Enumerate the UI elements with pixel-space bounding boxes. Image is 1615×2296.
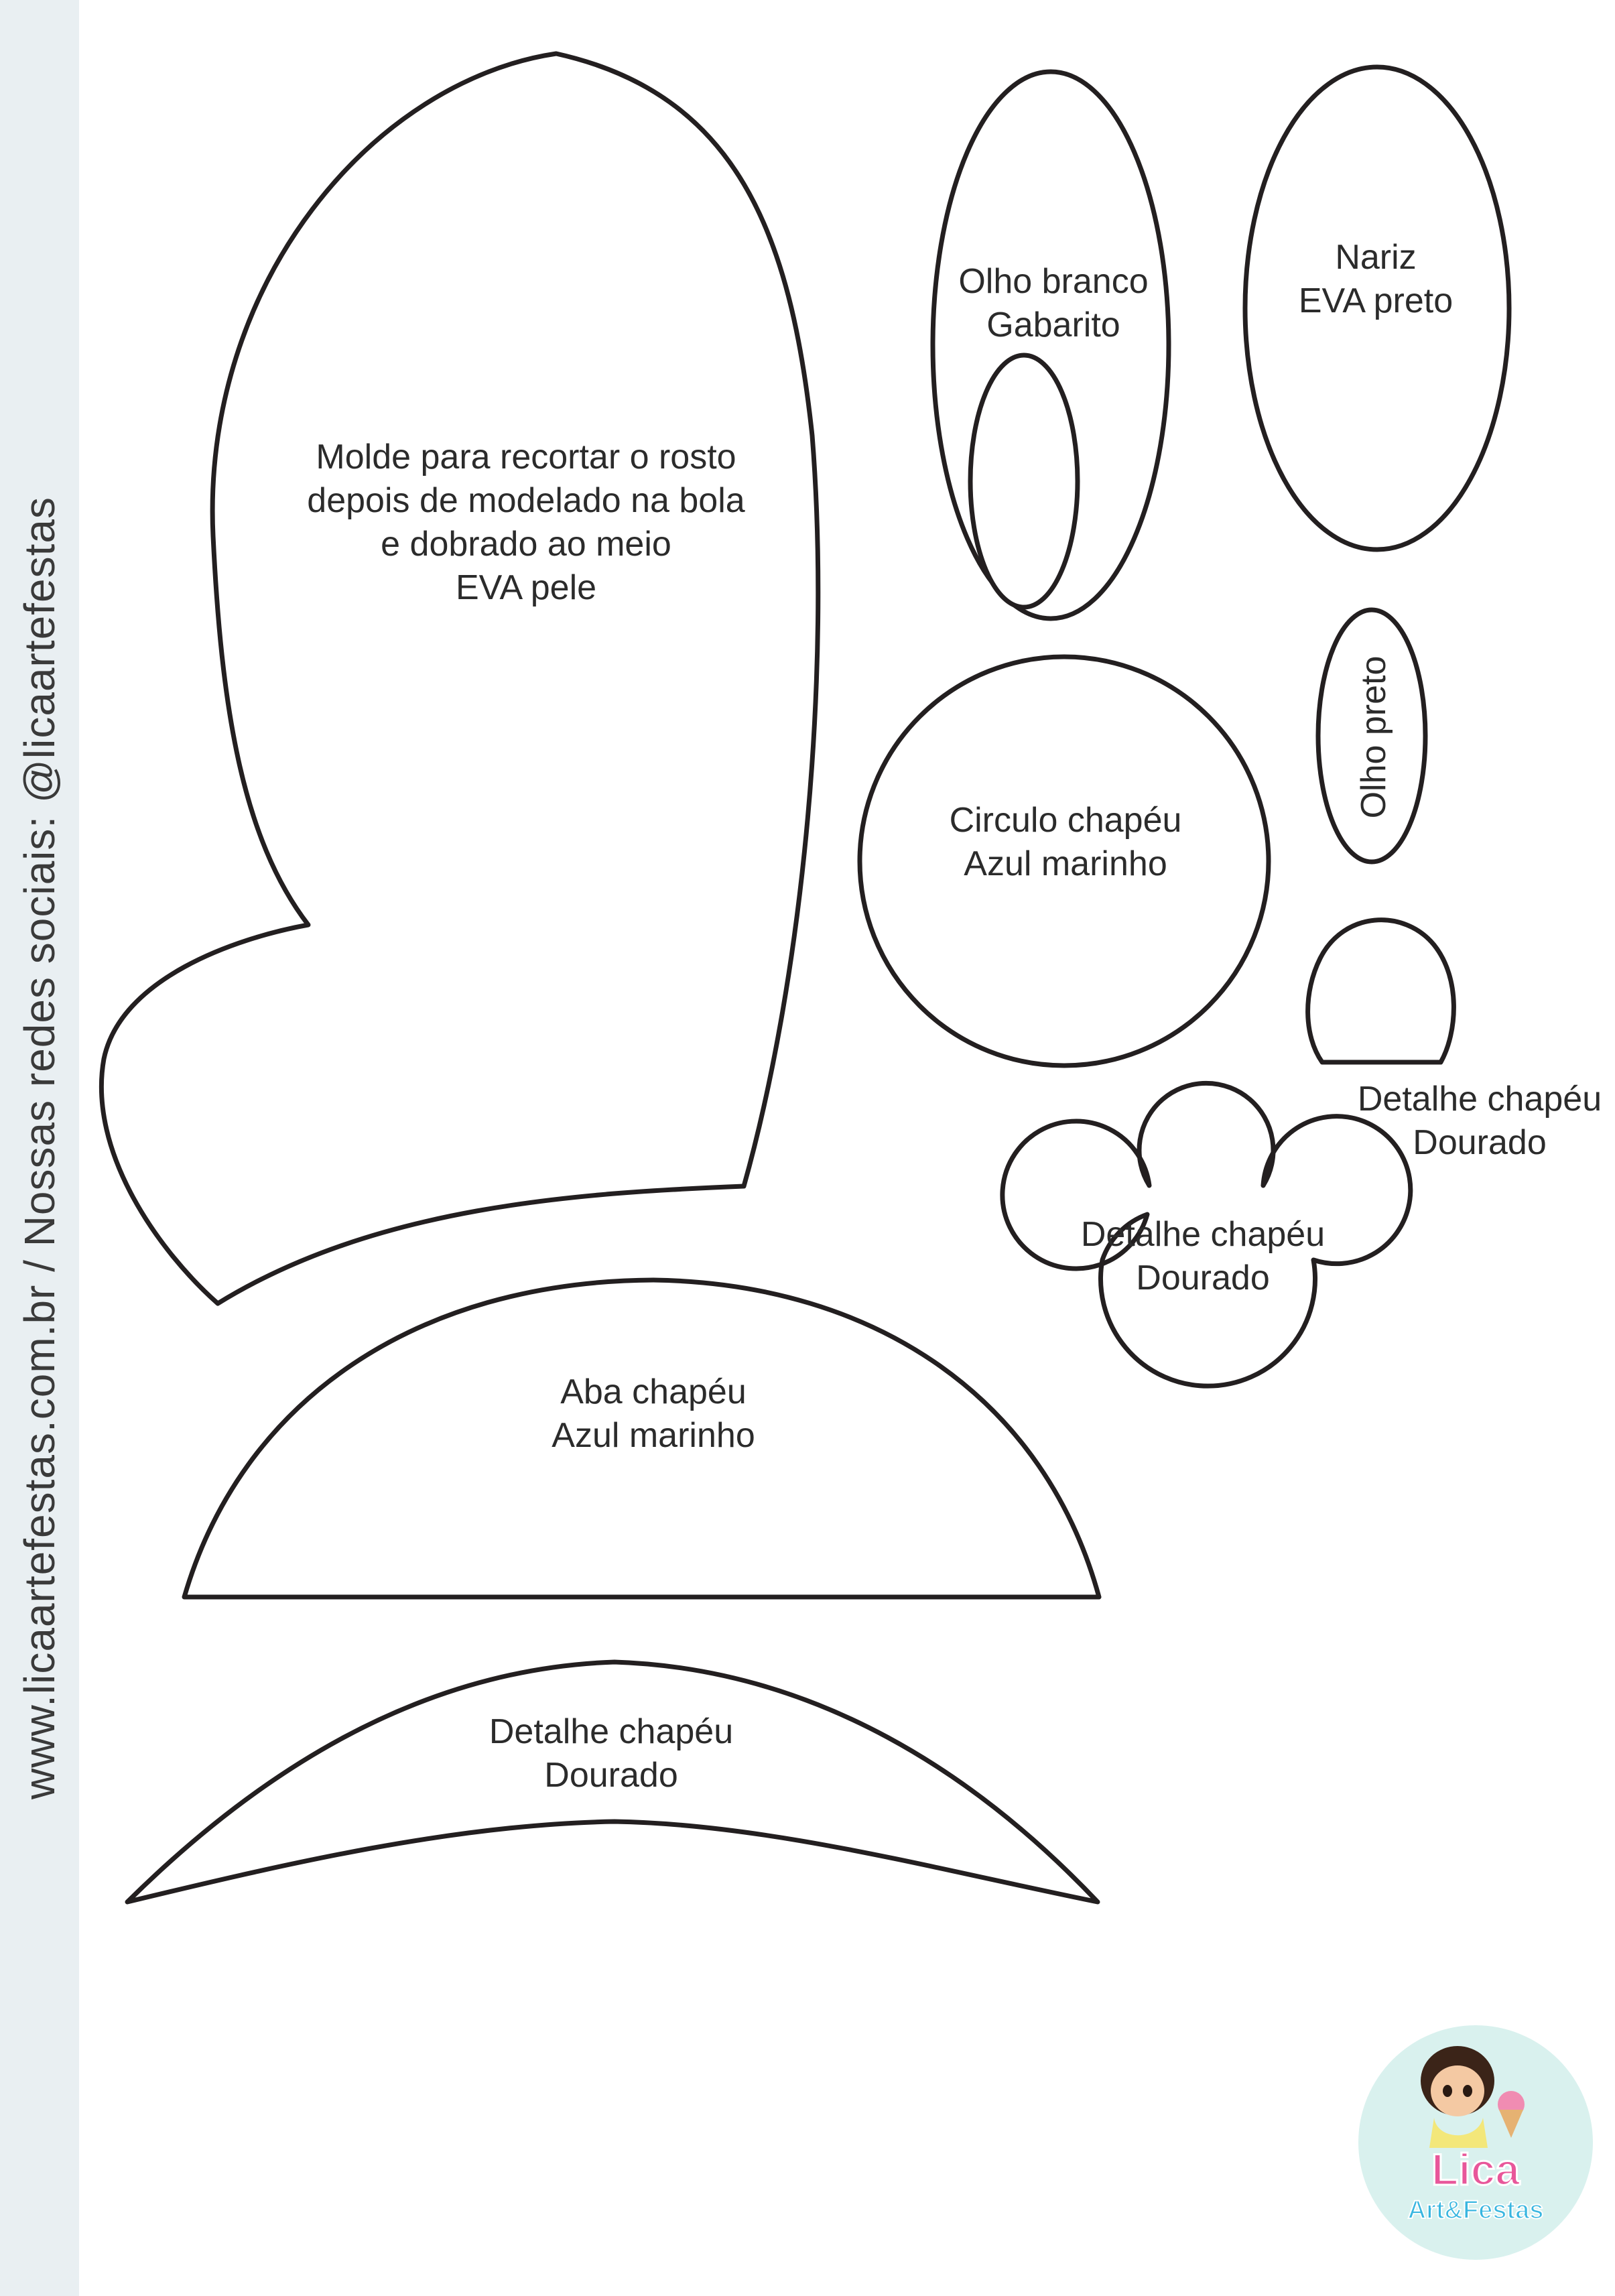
- logo-girl-face: [1431, 2065, 1484, 2116]
- logo-girl-dress: [1429, 2118, 1488, 2148]
- white-eye-gauge-shape: [968, 353, 1080, 610]
- black-eye-shape: [1315, 607, 1428, 865]
- white-eye-label: Olho branco Gabarito: [958, 262, 1149, 344]
- hat-detail-mickey-shape: [1000, 1080, 1413, 1389]
- sidebar: www.licaartefestas.com.br / Nossas redes…: [0, 0, 79, 2296]
- nose-shape: [1242, 64, 1512, 552]
- logo-lica-text: Lica: [1431, 2145, 1521, 2194]
- logo-artfestas-text: Art&Festas: [1408, 2196, 1544, 2224]
- hat-detail-arch-shape: [1305, 917, 1456, 1065]
- hat-detail-mickey-label: Detalhe chapéu Dourado: [1080, 1215, 1326, 1297]
- hat-detail-crescent-shape: [125, 1659, 1100, 1905]
- hat-brim-shape: [182, 1277, 1102, 1600]
- black-eye-label: Olho preto: [1354, 655, 1393, 819]
- hat-brim-label: Aba chapéu Azul marinho: [552, 1373, 755, 1455]
- hat-circle-label: Circulo chapéu Azul marinho: [949, 801, 1182, 883]
- nose-label: Nariz EVA preto: [1298, 238, 1454, 320]
- face-mold-shape: [99, 51, 821, 1306]
- hat-detail-crescent-label: Detalhe chapéu Dourado: [489, 1712, 734, 1795]
- hat-circle-shape: [857, 654, 1271, 1068]
- hat-detail-arch-label: Detalhe chapéu Dourado: [1357, 1080, 1602, 1162]
- face-mold-label: Molde para recortar o rosto depois de mo…: [307, 438, 745, 607]
- lica-art-festas-logo: Lica Art&Festas: [1358, 2025, 1593, 2260]
